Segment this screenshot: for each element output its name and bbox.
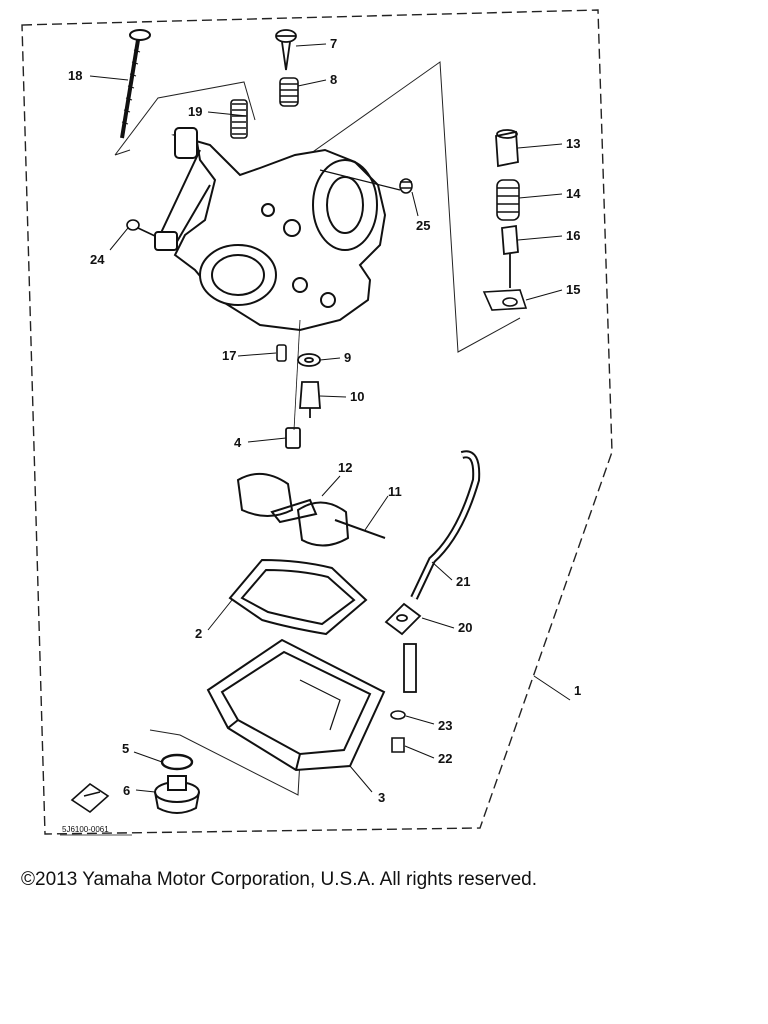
callout-17: 17 bbox=[222, 348, 236, 363]
part-10-needle-jet bbox=[299, 381, 321, 418]
callout-18: 18 bbox=[68, 68, 82, 83]
callout-15: 15 bbox=[566, 282, 580, 297]
callout-2: 2 bbox=[195, 626, 202, 641]
callout-1: 1 bbox=[574, 683, 581, 698]
part-11-pin bbox=[334, 519, 386, 539]
part-21-hose-inner bbox=[412, 452, 479, 599]
sealant-marker-icon bbox=[70, 782, 110, 814]
callout-6: 6 bbox=[123, 783, 130, 798]
part-9-washer bbox=[297, 353, 321, 367]
part-17-jet bbox=[276, 344, 287, 362]
part-19-spring bbox=[230, 99, 248, 139]
plunger-group-bracket bbox=[289, 61, 521, 353]
part-22-screw bbox=[391, 737, 405, 753]
callout-22: 22 bbox=[438, 751, 452, 766]
part-14-spring bbox=[496, 179, 520, 221]
callout-3: 3 bbox=[378, 790, 385, 805]
callout-20: 20 bbox=[458, 620, 472, 635]
part-8-spring bbox=[279, 77, 299, 107]
callout-16: 16 bbox=[566, 228, 580, 243]
callout-7: 7 bbox=[330, 36, 337, 51]
part-15-gasket bbox=[482, 289, 528, 311]
drain-group-bracket bbox=[149, 729, 301, 796]
callout-8: 8 bbox=[330, 72, 337, 87]
part-carburetor-body bbox=[154, 127, 401, 332]
callout-25: 25 bbox=[416, 218, 430, 233]
callout-10: 10 bbox=[350, 389, 364, 404]
callout-5: 5 bbox=[122, 741, 129, 756]
part-2-gasket bbox=[228, 558, 368, 636]
screw-group-bracket bbox=[114, 81, 256, 156]
callout-21: 21 bbox=[456, 574, 470, 589]
part-25-screw bbox=[399, 178, 413, 194]
assembly-boundary bbox=[21, 9, 613, 835]
part-20-bracket bbox=[384, 602, 422, 693]
part-16-plunger bbox=[501, 224, 519, 288]
callout-14: 14 bbox=[566, 186, 581, 201]
carburetor-exploded-diagram: 1 2 3 4 5 6 7 8 9 10 11 12 13 14 15 16 1… bbox=[21, 9, 613, 836]
callout-19: 19 bbox=[188, 104, 202, 119]
copyright-notice: ©2013 Yamaha Motor Corporation, U.S.A. A… bbox=[21, 869, 537, 890]
part-7-screw bbox=[275, 29, 297, 71]
part-12-float bbox=[236, 473, 350, 547]
callout-13: 13 bbox=[566, 136, 580, 151]
callout-23: 23 bbox=[438, 718, 452, 733]
callout-24: 24 bbox=[90, 252, 105, 267]
part-23-washer bbox=[390, 710, 406, 720]
leader-lines bbox=[89, 43, 571, 793]
part-5-o-ring bbox=[160, 753, 194, 771]
part-6-drain-plug bbox=[154, 775, 200, 814]
callout-12: 12 bbox=[338, 460, 352, 475]
part-13-cap bbox=[495, 129, 519, 168]
part-18-long-screw bbox=[120, 29, 151, 139]
callout-4: 4 bbox=[234, 435, 242, 450]
callout-9: 9 bbox=[344, 350, 351, 365]
part-4-main-jet bbox=[285, 427, 301, 449]
jet-axis bbox=[293, 319, 301, 431]
drawing-code: 5J6100-0061 bbox=[62, 825, 109, 834]
part-3-float-bowl bbox=[206, 638, 386, 772]
part-24-screw bbox=[126, 219, 156, 237]
callout-11: 11 bbox=[388, 484, 402, 499]
